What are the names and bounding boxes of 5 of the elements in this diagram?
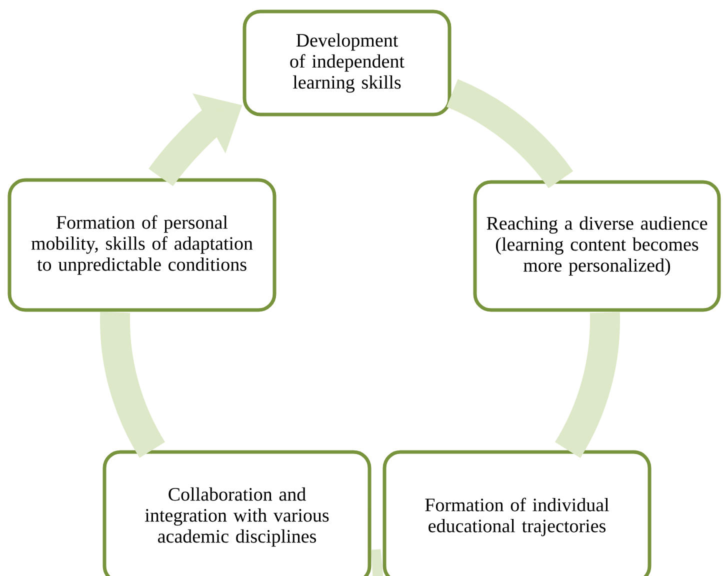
text-box: Development of independent learning skills	[242, 10, 452, 116]
text-box: Reaching a diverse audience (learning content becomes more personalized)	[473, 180, 721, 312]
text-box: Formation of individual educational trajectories	[382, 450, 652, 576]
text-box: Collaboration and integration with various academic disciplines	[102, 450, 372, 576]
text-box: Formation of personal mobility, skills of adaptation to unpredictable conditions	[8, 178, 276, 312]
